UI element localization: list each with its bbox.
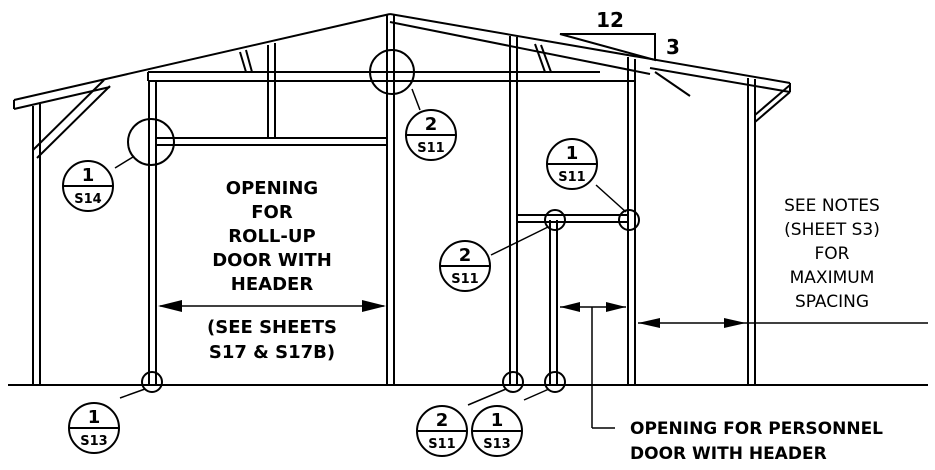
callout-bubble: 1 S14 <box>62 160 114 212</box>
rollup-opening-label: OPENING FOR ROLL-UP DOOR WITH HEADER (SE… <box>207 178 337 363</box>
rollup-door-dimension <box>158 300 386 312</box>
callout-detail-number: 2 <box>425 114 438 135</box>
callout-bubble: 1 S13 <box>68 402 120 454</box>
arrow-right-icon <box>606 302 626 312</box>
spacing-note-line: FOR <box>815 244 850 264</box>
callout-sheet-number: S11 <box>451 272 478 287</box>
detail-location-circles <box>127 49 640 393</box>
personnel-door-header <box>517 214 628 223</box>
callout-detail-number: 1 <box>82 165 95 186</box>
callout-bubble: 1 S11 <box>546 138 598 190</box>
callout-detail-number: 1 <box>566 143 579 164</box>
callout-sheet-number: S14 <box>74 192 101 207</box>
callout-detail-number: 2 <box>459 245 472 266</box>
callout-sheet-number: S13 <box>483 437 510 452</box>
callout-bubble: 2 S11 <box>439 240 491 292</box>
left-endwall-frame <box>32 79 111 385</box>
roof-outline <box>13 13 791 110</box>
callout-bubble: 1 S13 <box>471 405 523 457</box>
detail-circle-large <box>127 118 175 166</box>
arrow-left-icon <box>560 302 580 312</box>
callout-sheet-number: S11 <box>558 170 585 185</box>
callout-sheet-number: S11 <box>417 141 444 156</box>
detail-circle-small <box>502 371 524 393</box>
roof-bracing <box>239 43 791 138</box>
arrow-right-icon <box>724 318 746 328</box>
rollup-door-header <box>156 137 387 146</box>
spacing-note-line: SEE NOTES <box>784 196 880 216</box>
callout-detail-number: 1 <box>88 407 101 428</box>
personnel-note-line: DOOR WITH HEADER <box>630 444 827 464</box>
callout-bubble: 2 S11 <box>416 405 468 457</box>
callout-sheet-number: S11 <box>428 437 455 452</box>
callout-detail-number: 1 <box>491 410 504 431</box>
detail-circle-small <box>141 371 163 393</box>
opening-label-line: OPENING <box>226 178 318 199</box>
detail-circle-small <box>618 209 640 231</box>
personnel-door-note: OPENING FOR PERSONNEL DOOR WITH HEADER <box>630 419 883 464</box>
spacing-note-line: SPACING <box>795 292 869 312</box>
arrow-left-icon <box>638 318 660 328</box>
spacing-dimension <box>638 318 928 328</box>
roof-slope-indicator: 12 3 <box>559 8 680 62</box>
leader-lines <box>114 88 627 406</box>
detail-circle-small <box>544 209 566 231</box>
spacing-note-line: MAXIMUM <box>790 268 875 288</box>
personnel-note-line: OPENING FOR PERSONNEL <box>630 419 883 439</box>
spacing-note-line: (SHEET S3) <box>784 220 880 240</box>
opening-label-line: ROLL-UP <box>228 226 315 247</box>
callout-bubble: 2 S11 <box>405 109 457 161</box>
spacing-note: SEE NOTES (SHEET S3) FOR MAXIMUM SPACING <box>784 196 880 312</box>
slope-run-label: 12 <box>596 8 624 32</box>
slope-rise-label: 3 <box>666 35 680 59</box>
personnel-door-dimension <box>560 302 626 429</box>
sheet-reference-line: S17 & S17B) <box>209 342 335 363</box>
arrow-right-icon <box>362 300 386 312</box>
arrow-left-icon <box>158 300 182 312</box>
opening-label-line: DOOR WITH <box>212 250 332 271</box>
callout-detail-number: 2 <box>436 410 449 431</box>
detail-circle-small <box>544 371 566 393</box>
callout-sheet-number: S13 <box>80 434 107 449</box>
opening-label-line: HEADER <box>231 274 314 295</box>
opening-label-line: FOR <box>251 202 293 223</box>
detail-circle-large <box>369 49 415 95</box>
sheet-reference-line: (SEE SHEETS <box>207 317 337 338</box>
